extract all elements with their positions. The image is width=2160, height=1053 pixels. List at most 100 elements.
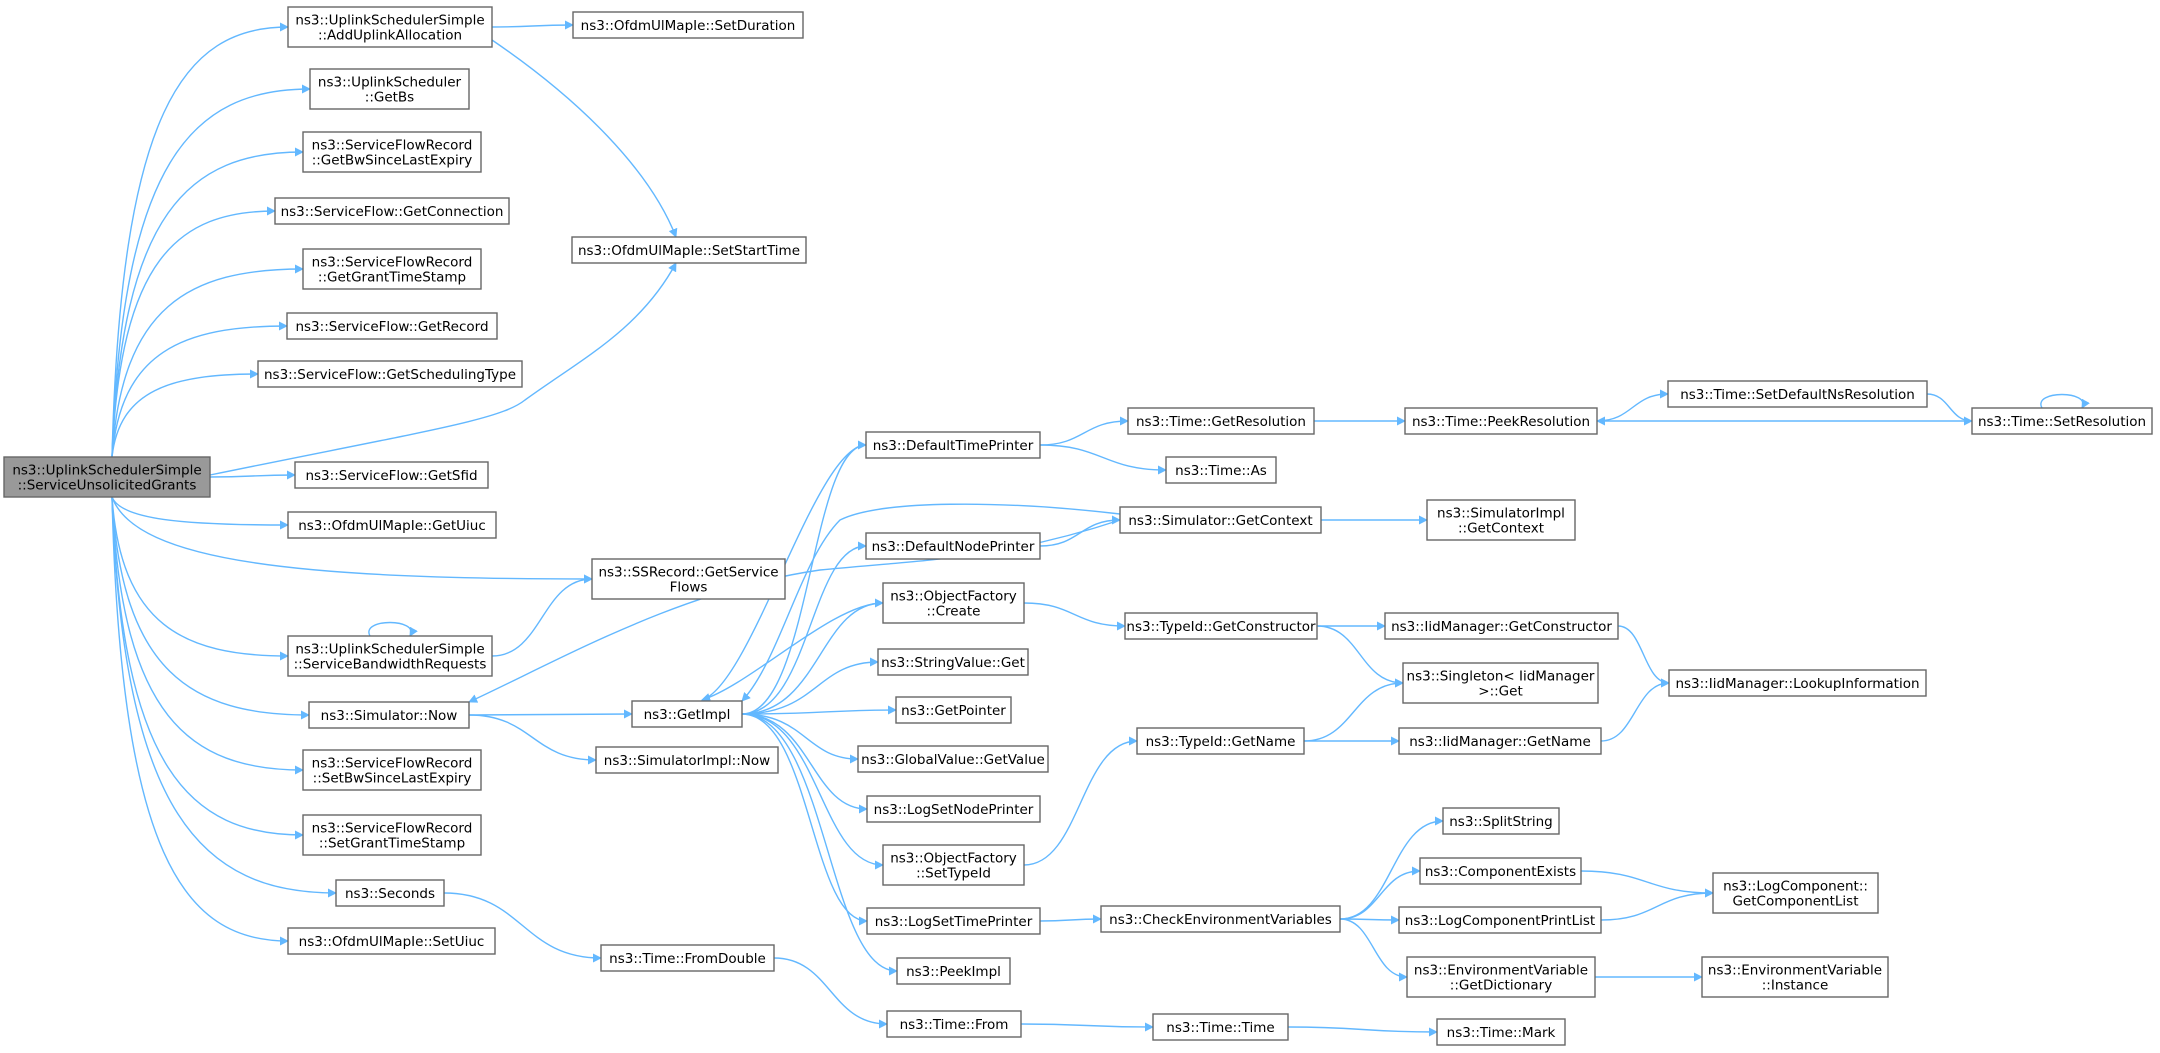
node-label: ns3::UplinkSchedulerSimple [295, 642, 484, 658]
node-getUiuc[interactable]: ns3::OfdmUlMapIe::GetUiuc [287, 511, 497, 539]
node-box [1404, 407, 1598, 435]
node-label: ns3::TypeId::GetConstructor [1126, 619, 1316, 635]
node-iidGetCtor[interactable]: ns3::IidManager::GetConstructor [1384, 612, 1619, 640]
node-setRes[interactable]: ns3::Time::SetResolution [1971, 407, 2153, 435]
edge-getImpl-to-gvGetValue [741, 713, 859, 764]
node-envGetDict[interactable]: ns3::EnvironmentVariable::GetDictionary [1406, 956, 1596, 998]
node-fromDouble[interactable]: ns3::Time::FromDouble [600, 944, 775, 972]
node-box [309, 68, 470, 110]
node-getGrantTS[interactable]: ns3::ServiceFlowRecord::GetGrantTimeStam… [302, 248, 482, 290]
node-timeTime[interactable]: ns3::Time::Time [1152, 1013, 1289, 1041]
node-simGetContext[interactable]: ns3::Simulator::GetContext [1119, 506, 1322, 534]
node-iidLookup[interactable]: ns3::IidManager::LookupInformation [1668, 669, 1927, 697]
edge-logSetTime-to-checkEnv [1039, 914, 1102, 924]
node-label: ns3::UplinkScheduler [318, 75, 462, 91]
node-logSetTime[interactable]: ns3::LogSetTimePrinter [866, 907, 1041, 935]
node-label: ns3::GetPointer [901, 703, 1006, 719]
node-getSfid[interactable]: ns3::ServiceFlow::GetSfid [294, 461, 489, 489]
node-label: ns3::DefaultNodePrinter [872, 539, 1035, 555]
node-setGrantTS[interactable]: ns3::ServiceFlowRecord::SetGrantTimeStam… [302, 814, 482, 856]
node-getResolution[interactable]: ns3::Time::GetResolution [1127, 407, 1315, 435]
node-box [896, 957, 1011, 985]
node-box [302, 814, 482, 856]
node-strGet[interactable]: ns3::StringValue::Get [877, 648, 1029, 676]
node-label: ns3::LogSetTimePrinter [875, 914, 1033, 930]
node-label: ::SetBwSinceLastExpiry [313, 771, 472, 787]
node-setUiuc[interactable]: ns3::OfdmUlMapIe::SetUiuc [287, 927, 496, 955]
node-simImplGetCtx[interactable]: ns3::SimulatorImpl::GetContext [1426, 499, 1576, 541]
edge-root-to-addUplink [111, 22, 289, 458]
node-seconds[interactable]: ns3::Seconds [335, 879, 445, 907]
node-defNodePrinter[interactable]: ns3::DefaultNodePrinter [865, 532, 1041, 560]
node-defTimePrinter[interactable]: ns3::DefaultTimePrinter [865, 431, 1041, 459]
node-getRecord[interactable]: ns3::ServiceFlow::GetRecord [286, 312, 498, 340]
node-label: ::GetGrantTimeStamp [318, 270, 466, 286]
node-timeAs[interactable]: ns3::Time::As [1165, 456, 1277, 484]
node-box [3, 456, 211, 498]
node-setDefNsRes[interactable]: ns3::Time::SetDefaultNsResolution [1667, 380, 1928, 408]
node-iidGetName[interactable]: ns3::IidManager::GetName [1398, 727, 1602, 755]
node-timeFrom[interactable]: ns3::Time::From [886, 1010, 1022, 1038]
node-label: ns3::ServiceFlowRecord [312, 255, 473, 271]
node-getCompList[interactable]: ns3::LogComponent::GetComponentList [1712, 872, 1879, 914]
edge-ofCreate-to-getImpl [701, 602, 884, 702]
node-box [1119, 506, 1322, 534]
node-setDuration[interactable]: ns3::OfdmUlMapIe::SetDuration [572, 11, 804, 39]
node-checkEnv[interactable]: ns3::CheckEnvironmentVariables [1100, 905, 1341, 933]
node-box [274, 197, 510, 225]
node-setBwSince[interactable]: ns3::ServiceFlowRecord::SetBwSinceLastEx… [302, 749, 482, 791]
node-splitString[interactable]: ns3::SplitString [1442, 807, 1560, 835]
node-label: ns3::PeekImpl [906, 964, 1001, 980]
node-getBwSince[interactable]: ns3::ServiceFlowRecord::GetBwSinceLastEx… [302, 131, 482, 173]
node-ofCreate[interactable]: ns3::ObjectFactory::Create [882, 582, 1025, 624]
node-label: ns3::LogComponentPrintList [1405, 913, 1595, 929]
node-getConnection[interactable]: ns3::ServiceFlow::GetConnection [274, 197, 510, 225]
edge-layer [111, 20, 2090, 1037]
node-box [877, 648, 1029, 676]
node-label: ns3::Time::Mark [1447, 1025, 1556, 1041]
edge-timeFrom-to-timeTime [1020, 1022, 1154, 1032]
edge-timeTime-to-timeMark [1287, 1026, 1438, 1037]
node-label: Flows [670, 580, 708, 596]
edge-root-to-getServiceFlows [111, 496, 593, 584]
node-getSchedType[interactable]: ns3::ServiceFlow::GetSchedulingType [257, 360, 523, 388]
node-peekImpl[interactable]: ns3::PeekImpl [896, 957, 1011, 985]
node-label: ns3::OfdmUlMapIe::SetStartTime [578, 243, 800, 259]
node-label: ns3::SimulatorImpl::Now [604, 753, 770, 769]
node-box [886, 1010, 1022, 1038]
node-logCompPrint[interactable]: ns3::LogComponentPrintList [1398, 906, 1602, 934]
node-timeMark[interactable]: ns3::Time::Mark [1436, 1018, 1566, 1046]
node-setStartTime[interactable]: ns3::OfdmUlMapIe::SetStartTime [571, 236, 807, 264]
edge-root-to-getBs [111, 84, 311, 458]
node-box [866, 795, 1041, 823]
node-label: ns3::ServiceFlowRecord [312, 821, 473, 837]
node-label: ns3::ServiceFlow::GetConnection [281, 204, 504, 220]
node-serviceBw[interactable]: ns3::UplinkSchedulerSimple::ServiceBandw… [287, 635, 493, 677]
node-compExists[interactable]: ns3::ComponentExists [1419, 857, 1582, 885]
node-gvGetValue[interactable]: ns3::GlobalValue::GetValue [857, 745, 1049, 773]
node-label: ns3::Singleton< IidManager [1407, 669, 1595, 685]
edge-checkEnv-to-compExists [1339, 866, 1421, 920]
node-addUplink[interactable]: ns3::UplinkSchedulerSimple::AddUplinkAll… [287, 6, 493, 48]
node-simImplNow[interactable]: ns3::SimulatorImpl::Now [595, 746, 779, 774]
node-envInstance[interactable]: ns3::EnvironmentVariable::Instance [1701, 956, 1889, 998]
node-logSetNode[interactable]: ns3::LogSetNodePrinter [866, 795, 1041, 823]
edge-getImpl-to-logSetTime [741, 713, 868, 926]
node-label: ::GetBs [365, 90, 414, 106]
edge-simGetContext-to-getImpl [741, 503, 1121, 702]
node-getBs[interactable]: ns3::UplinkScheduler::GetBs [309, 68, 470, 110]
node-tidGetName[interactable]: ns3::TypeId::GetName [1136, 727, 1305, 755]
node-simNow[interactable]: ns3::Simulator::Now [308, 701, 470, 729]
node-label: ns3::TypeId::GetName [1146, 734, 1296, 750]
node-label: GetComponentList [1732, 894, 1858, 910]
node-getPointer[interactable]: ns3::GetPointer [895, 696, 1012, 724]
node-tidGetCtor[interactable]: ns3::TypeId::GetConstructor [1124, 612, 1318, 640]
node-root[interactable]: ns3::UplinkSchedulerSimple::ServiceUnsol… [3, 456, 211, 498]
node-box [882, 582, 1025, 624]
node-singletonGet[interactable]: ns3::Singleton< IidManager>::Get [1402, 662, 1599, 704]
node-ofSetTypeId[interactable]: ns3::ObjectFactory::SetTypeId [882, 844, 1025, 886]
node-peekRes[interactable]: ns3::Time::PeekResolution [1404, 407, 1598, 435]
node-getImpl[interactable]: ns3::GetImpl [631, 700, 743, 728]
